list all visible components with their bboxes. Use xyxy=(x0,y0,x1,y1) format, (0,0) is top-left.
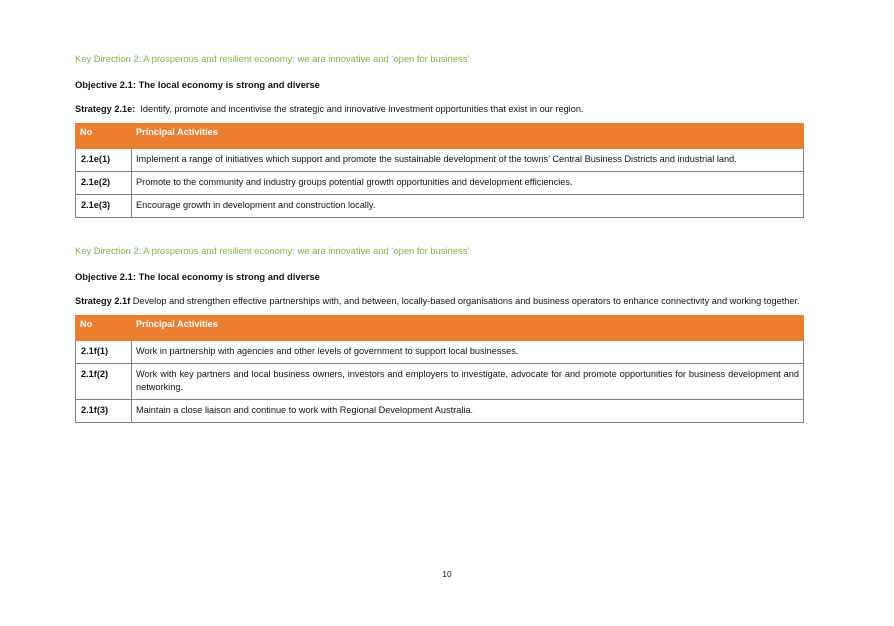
activity-number: 2.1f(2) xyxy=(75,363,132,400)
strategy-text: Identify, promote and incentivise the st… xyxy=(140,104,584,114)
strategy-label: Strategy 2.1e: xyxy=(75,104,136,114)
activity-description: Encourage growth in development and cons… xyxy=(131,194,804,218)
table-row: 2.1f(2) Work with key partners and local… xyxy=(75,363,804,400)
table-row: 2.1e(2) Promote to the community and ind… xyxy=(75,171,804,195)
header-principal-activities: Principal Activities xyxy=(131,315,804,341)
activity-number: 2.1e(3) xyxy=(75,194,132,218)
activity-description: Implement a range of initiatives which s… xyxy=(131,148,804,172)
strategy-text: Develop and strengthen effective partner… xyxy=(132,296,800,306)
activities-table: No Principal Activities 2.1e(1) Implemen… xyxy=(75,123,804,218)
header-no: No xyxy=(75,315,132,341)
table-header-row: No Principal Activities xyxy=(75,315,804,341)
table-header-row: No Principal Activities xyxy=(75,123,804,149)
activity-description: Work with key partners and local busines… xyxy=(131,363,804,400)
section-strategy-2-1f: Key Direction 2: A prosperous and resili… xyxy=(75,244,804,423)
objective-heading: Objective 2.1: The local economy is stro… xyxy=(75,271,320,282)
strategy-paragraph: Strategy 2.1e: Identify, promote and inc… xyxy=(75,102,804,116)
key-direction-heading: Key Direction 2: A prosperous and resili… xyxy=(75,53,470,64)
header-no: No xyxy=(75,123,132,149)
page-number: 10 xyxy=(442,569,452,579)
table-row: 2.1e(3) Encourage growth in development … xyxy=(75,194,804,218)
activity-description: Maintain a close liaison and continue to… xyxy=(131,399,804,423)
activity-number: 2.1e(2) xyxy=(75,171,132,195)
header-principal-activities: Principal Activities xyxy=(131,123,804,149)
table-row: 2.1f(3) Maintain a close liaison and con… xyxy=(75,399,804,423)
strategy-paragraph: Strategy 2.1f Develop and strengthen eff… xyxy=(75,294,804,308)
table-row: 2.1f(1) Work in partnership with agencie… xyxy=(75,340,804,364)
table-row: 2.1e(1) Implement a range of initiatives… xyxy=(75,148,804,172)
activity-description: Promote to the community and industry gr… xyxy=(131,171,804,195)
activity-number: 2.1e(1) xyxy=(75,148,132,172)
strategy-label: Strategy 2.1f xyxy=(75,296,131,306)
activity-number: 2.1f(3) xyxy=(75,399,132,423)
section-strategy-2-1e: Key Direction 2: A prosperous and resili… xyxy=(75,52,804,218)
key-direction-heading: Key Direction 2: A prosperous and resili… xyxy=(75,245,470,256)
activity-number: 2.1f(1) xyxy=(75,340,132,364)
objective-heading: Objective 2.1: The local economy is stro… xyxy=(75,79,320,90)
document-page: Key Direction 2: A prosperous and resili… xyxy=(75,52,804,449)
activity-description: Work in partnership with agencies and ot… xyxy=(131,340,804,364)
activities-table: No Principal Activities 2.1f(1) Work in … xyxy=(75,315,804,423)
